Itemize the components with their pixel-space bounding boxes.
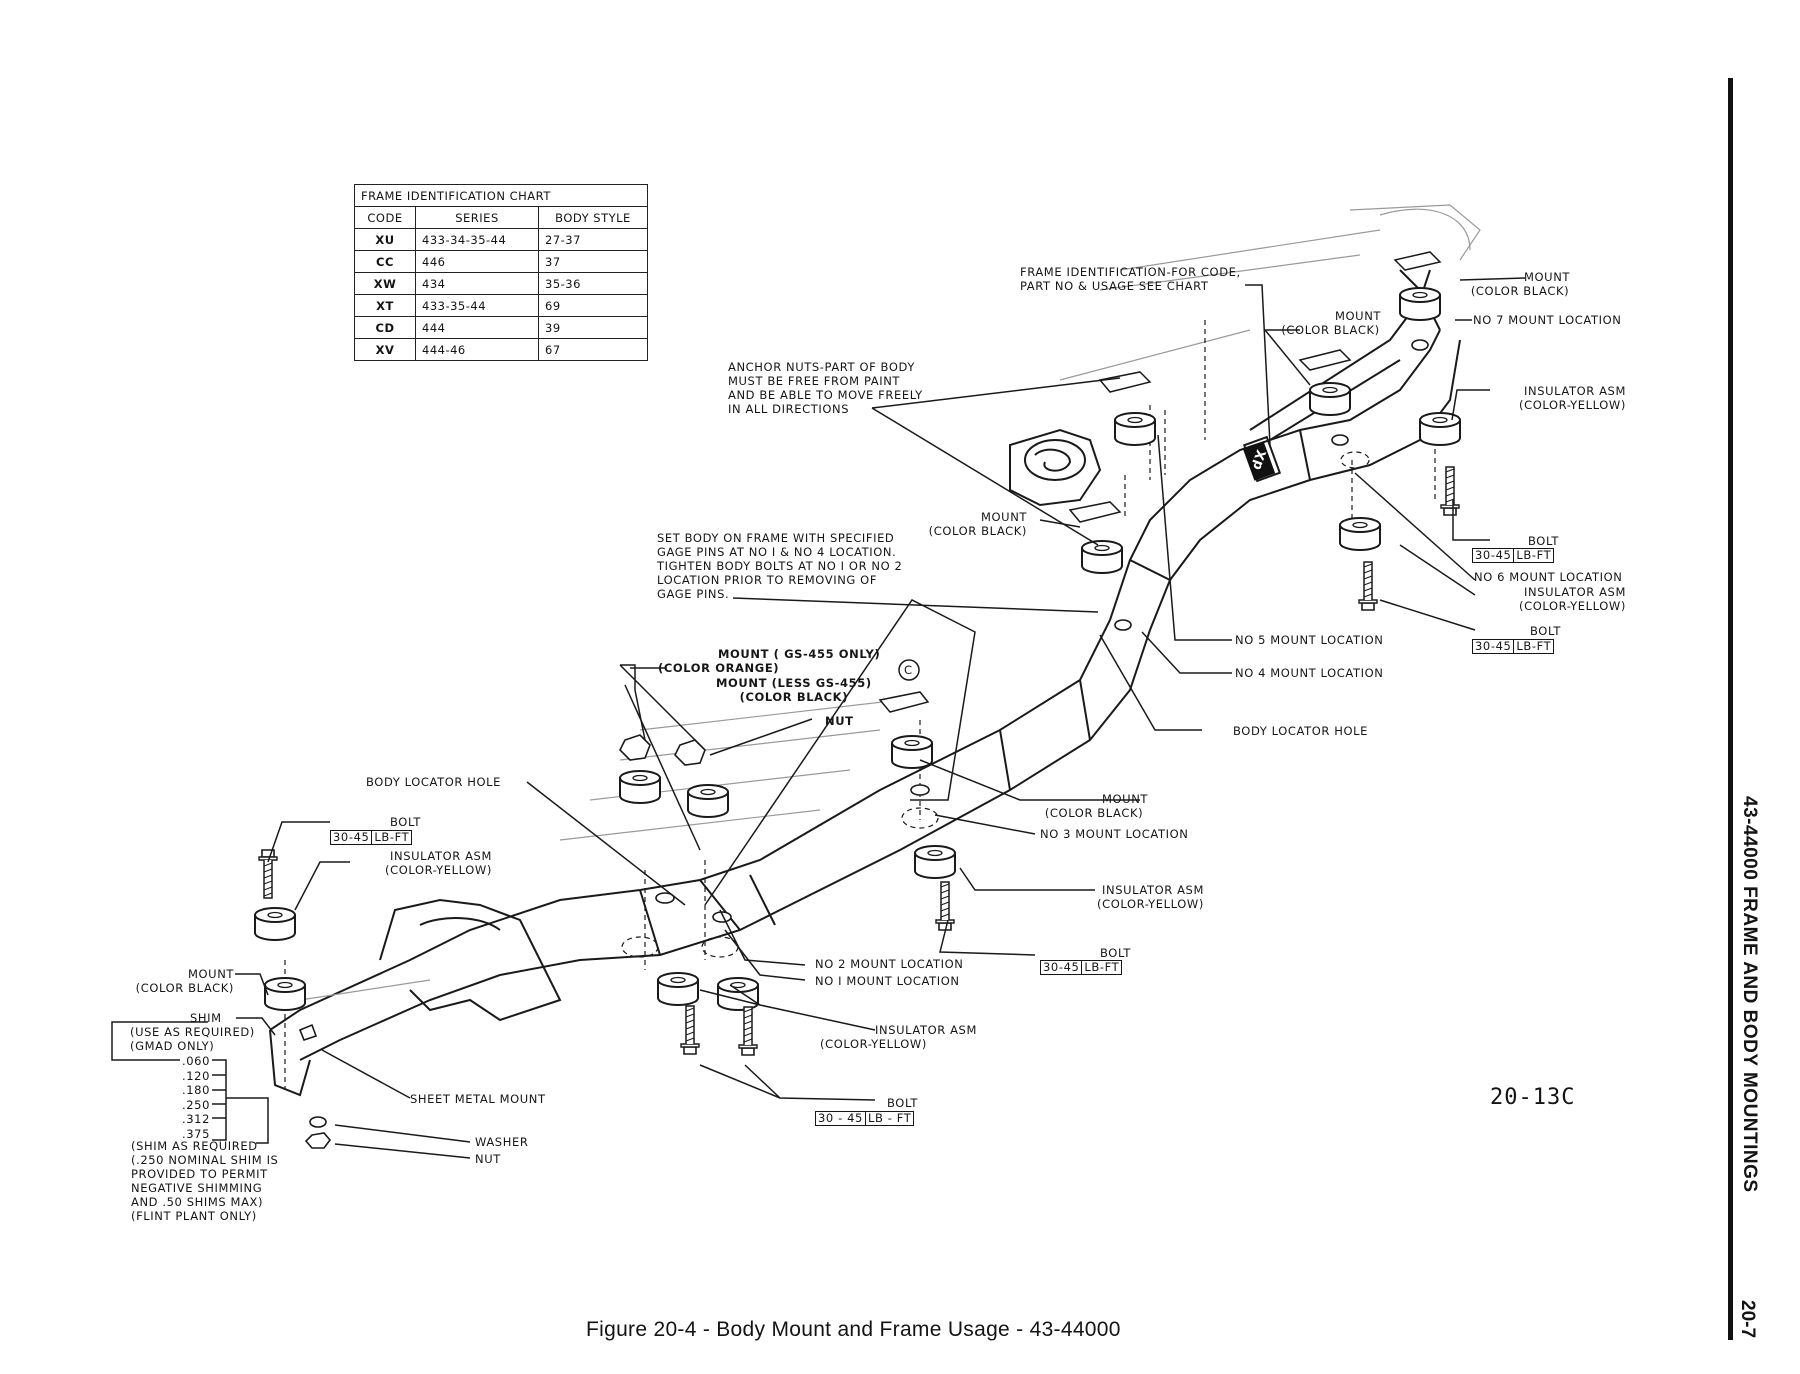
anchor-nuts bbox=[878, 251, 1442, 713]
table-row: XV 444-46 67 bbox=[354, 338, 648, 361]
label-mount-top-mid: MOUNT(COLOR BLACK) bbox=[1281, 309, 1382, 337]
callout-c-circle bbox=[898, 659, 920, 681]
header-body-style: BODY STYLE bbox=[538, 206, 648, 229]
row-code: CC bbox=[354, 250, 416, 273]
label-no1-mount-location: NO I MOUNT LOCATION bbox=[815, 974, 960, 988]
page-number: 20-7 bbox=[1737, 1300, 1758, 1339]
row-series: 433-34-35-44 bbox=[415, 228, 539, 251]
row-code: XW bbox=[354, 272, 416, 295]
label-bolt-no3: BOLT bbox=[1100, 946, 1131, 960]
frame-id-plate bbox=[1242, 441, 1276, 481]
row-body-style: 35-36 bbox=[538, 272, 648, 295]
label-shim-sizes: .060.120.180.250.312.375 bbox=[182, 1054, 211, 1141]
label-body-locator-right: BODY LOCATOR HOLE bbox=[1233, 724, 1368, 738]
label-insulator-r2: INSULATOR ASM(COLOR-YELLOW) bbox=[1519, 585, 1626, 613]
table-row: XT 433-35-44 69 bbox=[354, 294, 648, 317]
figure-code: 20-13C bbox=[1490, 1085, 1576, 1110]
row-body-style: 27-37 bbox=[538, 228, 648, 251]
label-no6-mount-location: NO 6 MOUNT LOCATION bbox=[1474, 570, 1623, 584]
row-body-style: 67 bbox=[538, 338, 648, 361]
nut-parts bbox=[298, 734, 706, 1149]
label-frame-identification: FRAME IDENTIFICATION-FOR CODE,PART NO & … bbox=[1020, 265, 1241, 293]
chart-title: FRAME IDENTIFICATION CHART bbox=[354, 184, 648, 207]
row-body-style: 69 bbox=[538, 294, 648, 317]
label-no7-mount-location: NO 7 MOUNT LOCATION bbox=[1473, 313, 1622, 327]
label-washer: WASHER bbox=[475, 1135, 529, 1149]
label-nut-bottom: NUT bbox=[475, 1152, 501, 1166]
leader-lines bbox=[111, 277, 1526, 1159]
sidebar-rule bbox=[1728, 78, 1733, 1340]
label-sheet-metal-mount: SHEET METAL MOUNT bbox=[410, 1092, 546, 1106]
locator-holes bbox=[655, 339, 1429, 923]
row-code: XV bbox=[354, 338, 416, 361]
label-shim: SHIM(USE AS REQUIRED)(GMAD ONLY) bbox=[130, 1011, 255, 1053]
header-code: CODE bbox=[354, 206, 416, 229]
label-mount-gs455: MOUNT ( GS-455 ONLY)(COLOR ORANGE) bbox=[658, 647, 881, 675]
table-row: XW 434 35-36 bbox=[354, 272, 648, 295]
label-insulator-no3: INSULATOR ASM(COLOR-YELLOW) bbox=[1097, 883, 1204, 911]
label-bolt-r2: BOLT bbox=[1530, 624, 1561, 638]
label-mount-no3: MOUNT(COLOR BLACK) bbox=[1044, 792, 1149, 820]
row-series: 444 bbox=[415, 316, 539, 339]
label-nut-mid: NUT bbox=[825, 714, 854, 728]
label-no3-mount-location: NO 3 MOUNT LOCATION bbox=[1040, 827, 1189, 841]
label-bolt-left: BOLT bbox=[390, 815, 421, 829]
label-mount-top-right: MOUNT(COLOR BLACK) bbox=[1470, 270, 1571, 298]
table-row: XU 433-34-35-44 27-37 bbox=[354, 228, 648, 251]
row-code: XU bbox=[354, 228, 416, 251]
label-no4-mount-location: NO 4 MOUNT LOCATION bbox=[1235, 666, 1384, 680]
row-body-style: 37 bbox=[538, 250, 648, 273]
row-series: 433-35-44 bbox=[415, 294, 539, 317]
row-series: 444-46 bbox=[415, 338, 539, 361]
row-series: 434 bbox=[415, 272, 539, 295]
label-no5-mount-location: NO 5 MOUNT LOCATION bbox=[1235, 633, 1384, 647]
row-code: XT bbox=[354, 294, 416, 317]
label-no2-mount-location: NO 2 MOUNT LOCATION bbox=[815, 957, 964, 971]
table-row: CC 446 37 bbox=[354, 250, 648, 273]
label-bolt-r1: BOLT bbox=[1528, 534, 1559, 548]
label-bolt-bottom: BOLT bbox=[887, 1096, 918, 1110]
label-mount-left: MOUNT(COLOR BLACK) bbox=[135, 967, 235, 995]
label-insulator-bottom: INSULATOR ASM(COLOR-YELLOW) bbox=[820, 1023, 977, 1051]
label-body-locator-left: BODY LOCATOR HOLE bbox=[366, 775, 501, 789]
figure-caption: Figure 20-4 - Body Mount and Frame Usage… bbox=[586, 1318, 1121, 1341]
body-floor-lines bbox=[299, 204, 1481, 1001]
section-title: 43-44000 FRAME AND BODY MOUNTINGS bbox=[1739, 796, 1760, 1193]
table-row: CD 444 39 bbox=[354, 316, 648, 339]
label-mount-less-gs455: MOUNT (LESS GS-455)(COLOR BLACK) bbox=[716, 676, 872, 704]
row-series: 446 bbox=[415, 250, 539, 273]
label-insulator-top: INSULATOR ASM(COLOR-YELLOW) bbox=[1519, 384, 1626, 412]
header-series: SERIES bbox=[415, 206, 539, 229]
row-code: CD bbox=[354, 316, 416, 339]
label-circle-c: C bbox=[904, 663, 913, 677]
label-mount-mid: MOUNT(COLOR BLACK) bbox=[928, 510, 1028, 538]
label-insulator-left: INSULATOR ASM(COLOR-YELLOW) bbox=[385, 849, 492, 877]
frame-identification-chart: FRAME IDENTIFICATION CHART CODE SERIES B… bbox=[354, 184, 648, 361]
row-body-style: 39 bbox=[538, 316, 648, 339]
